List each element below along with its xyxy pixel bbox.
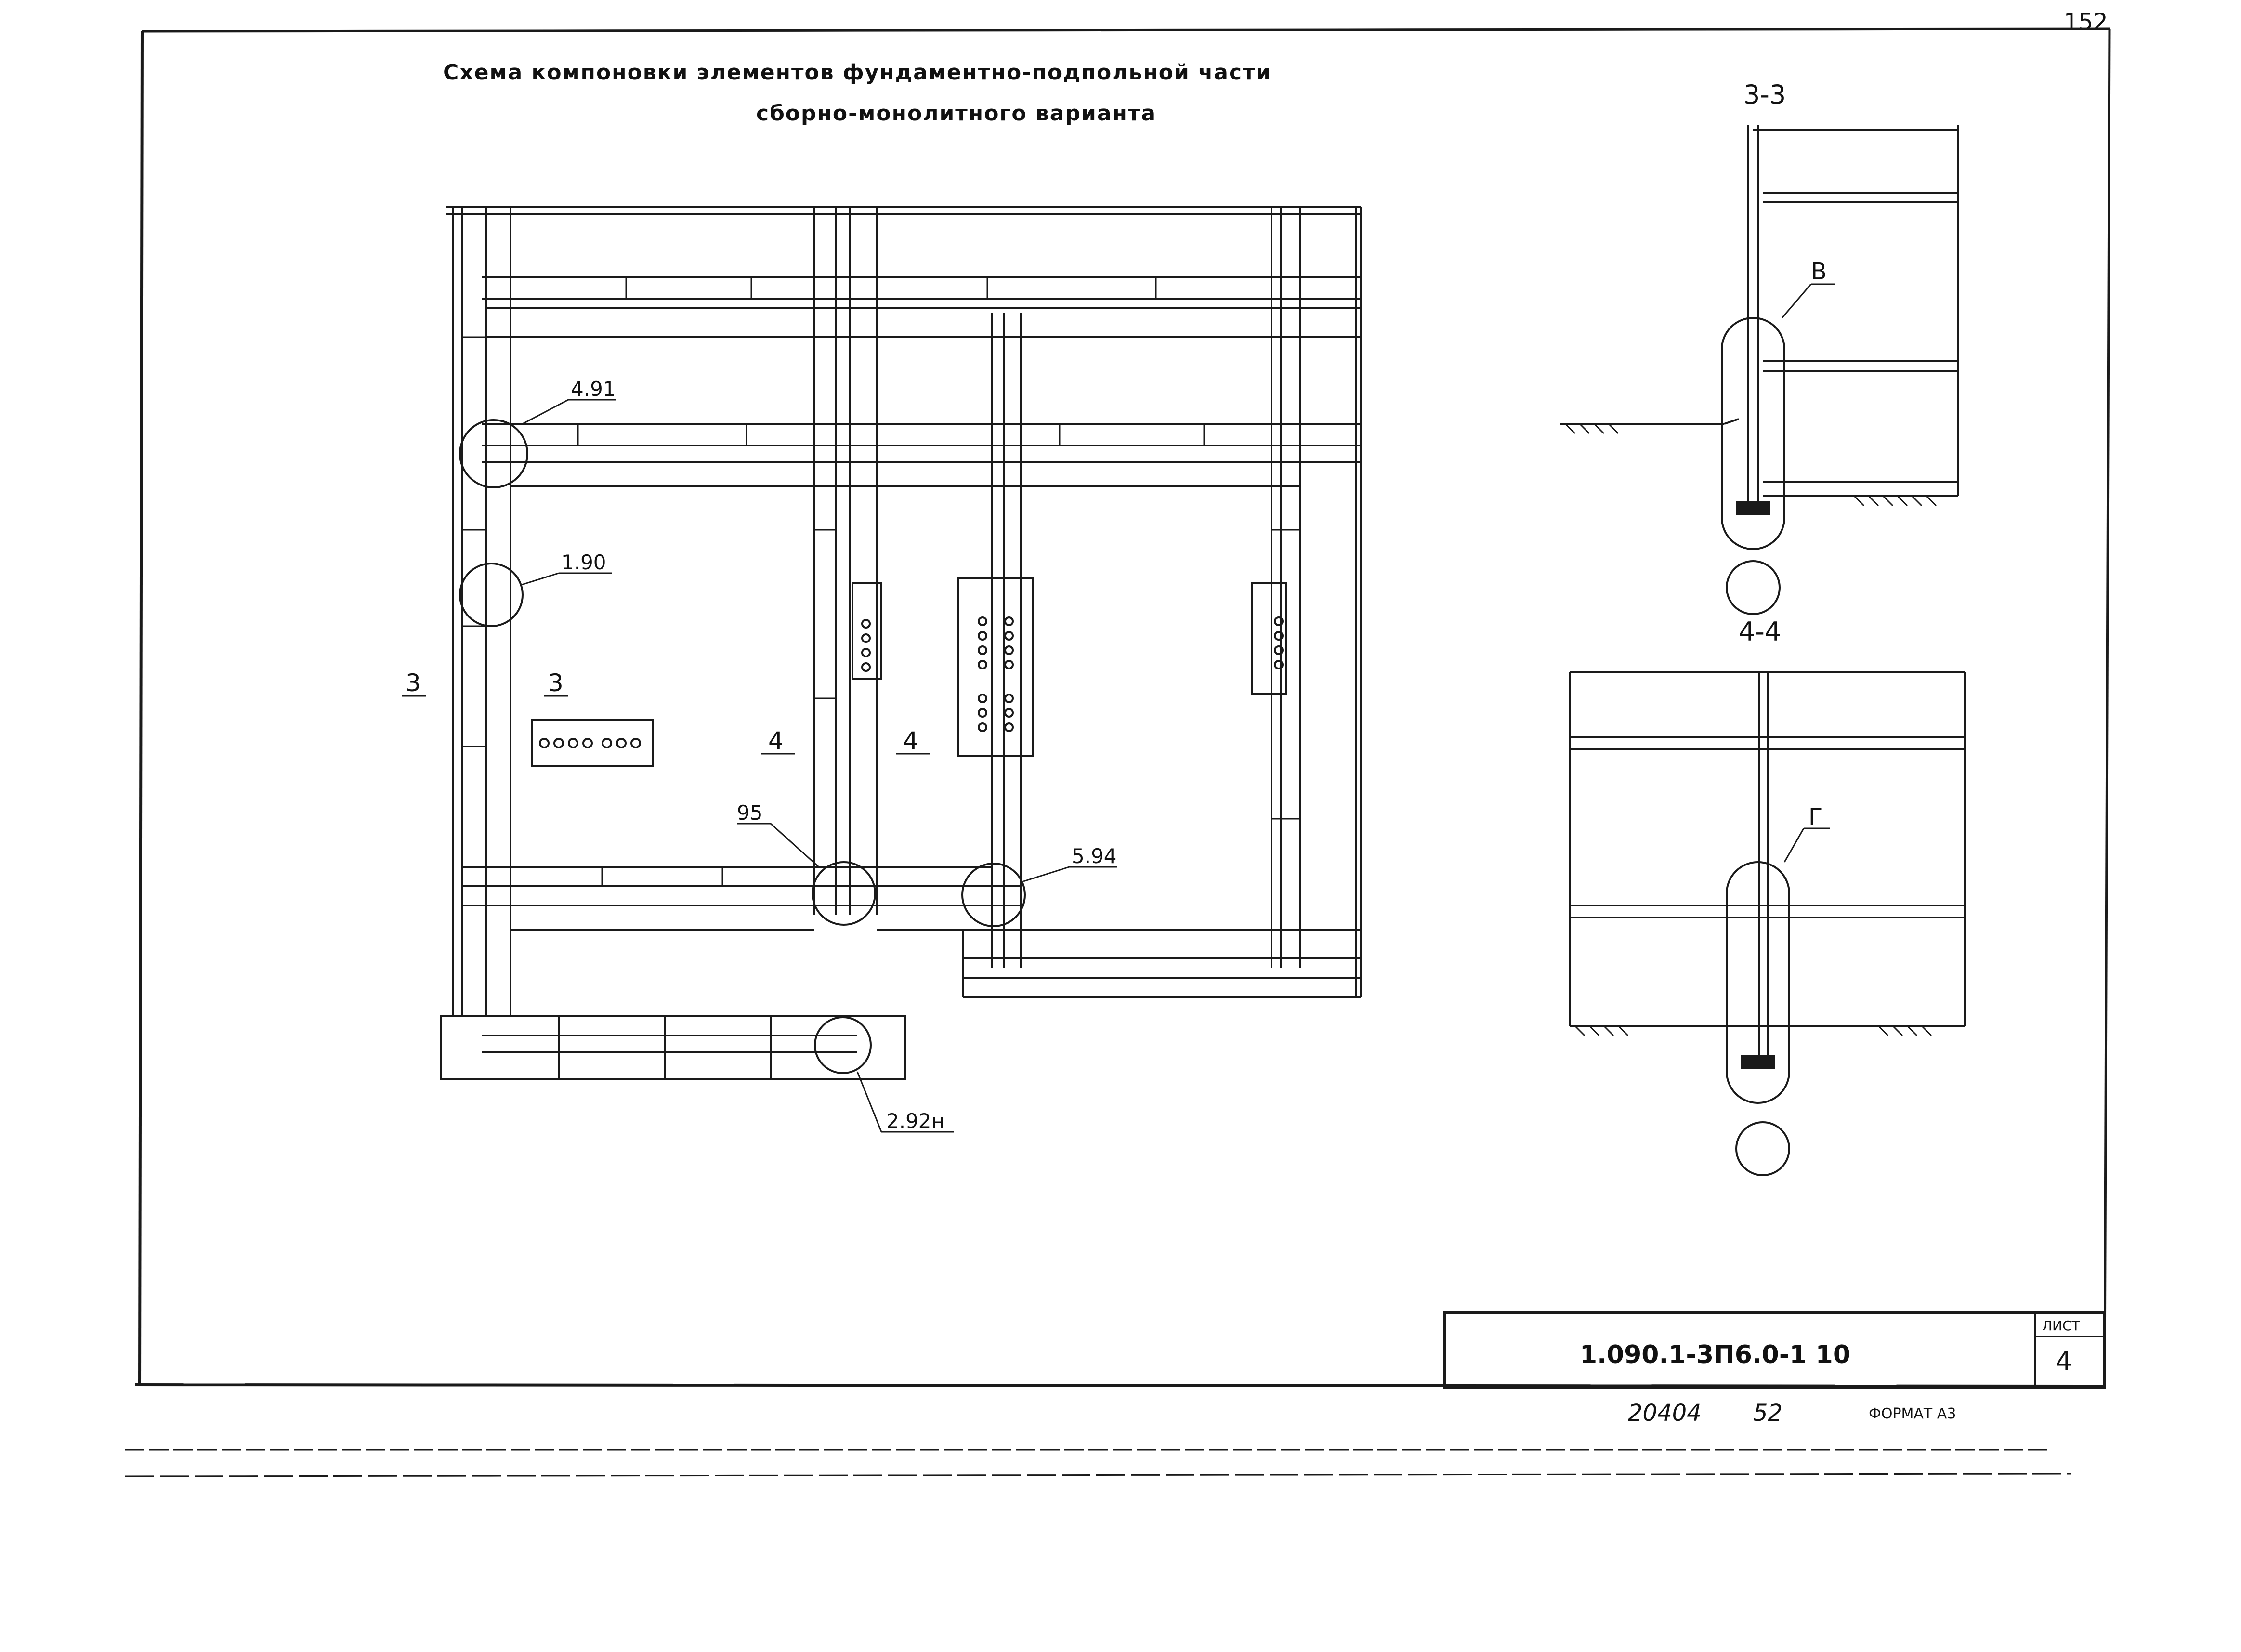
section-mark-4-left: 4 <box>768 727 784 755</box>
paper-format: ФОРМАТ А3 <box>1869 1405 1956 1422</box>
section-mark-3-left: 3 <box>406 669 421 697</box>
document-code: 1.090.1-3П6.0-1 10 <box>1580 1340 1850 1369</box>
section-3-3-footing <box>1736 501 1770 515</box>
section-3-3-node-label: В <box>1811 258 1827 285</box>
section-3-3-node-outline <box>1721 317 1785 550</box>
section-3-3-ground-hatch <box>1564 423 1937 507</box>
section-4-4-node-label: Г <box>1809 803 1822 830</box>
sheet-frame <box>125 27 2111 1477</box>
callout-5-94: 5.94 <box>1072 844 1117 868</box>
plan-block-joints <box>462 277 1300 886</box>
callout-2-92n: 2.92н <box>886 1109 944 1133</box>
title-block: 1.090.1-3П6.0-1 10 ЛИСТ 4 <box>1443 1311 2106 1389</box>
plan-pile-blocks <box>531 577 1287 767</box>
section-3-3: 3-3 <box>1560 79 1959 615</box>
page-number: 152 <box>2064 9 2108 36</box>
section-4-4-node-outline <box>1726 861 1790 1104</box>
callout-4-91: 4.91 <box>571 377 616 401</box>
callout-95: 95 <box>737 801 762 825</box>
section-4-4: 4-4 Г <box>1569 616 1966 1176</box>
plan-outer-walls <box>446 206 1362 1016</box>
drawing-title-line1: Схема компоновки элементов фундаментно-п… <box>443 60 1271 85</box>
foundation-plan: 4.91 1.90 95 5.94 2.92н 3 3 4 4 <box>402 206 1362 1133</box>
section-3-3-title: 3-3 <box>1743 79 1786 110</box>
section-4-4-pile <box>1735 1121 1790 1176</box>
callout-1-90: 1.90 <box>561 551 606 574</box>
section-4-4-title: 4-4 <box>1739 616 1781 647</box>
bottom-page-number: 52 <box>1753 1400 1782 1427</box>
inventory-number: 20404 <box>1628 1400 1702 1427</box>
sheet-number: 4 <box>2056 1346 2072 1377</box>
section-4-4-ground-hatch <box>1574 1025 1932 1036</box>
section-mark-4-right: 4 <box>903 727 918 755</box>
section-mark-3-right: 3 <box>548 669 564 697</box>
section-4-4-footing <box>1741 1055 1775 1069</box>
drawing-title-line2: сборно-монолитного варианта <box>756 101 1156 126</box>
plan-horizontal-beams <box>462 276 1361 998</box>
plan-detail-circles <box>459 419 1026 1074</box>
sheet-label: ЛИСТ <box>2042 1318 2081 1334</box>
plan-leader-lines <box>402 399 1117 1133</box>
section-3-3-pile <box>1726 560 1781 615</box>
plan-bottom-slab <box>440 1015 906 1080</box>
